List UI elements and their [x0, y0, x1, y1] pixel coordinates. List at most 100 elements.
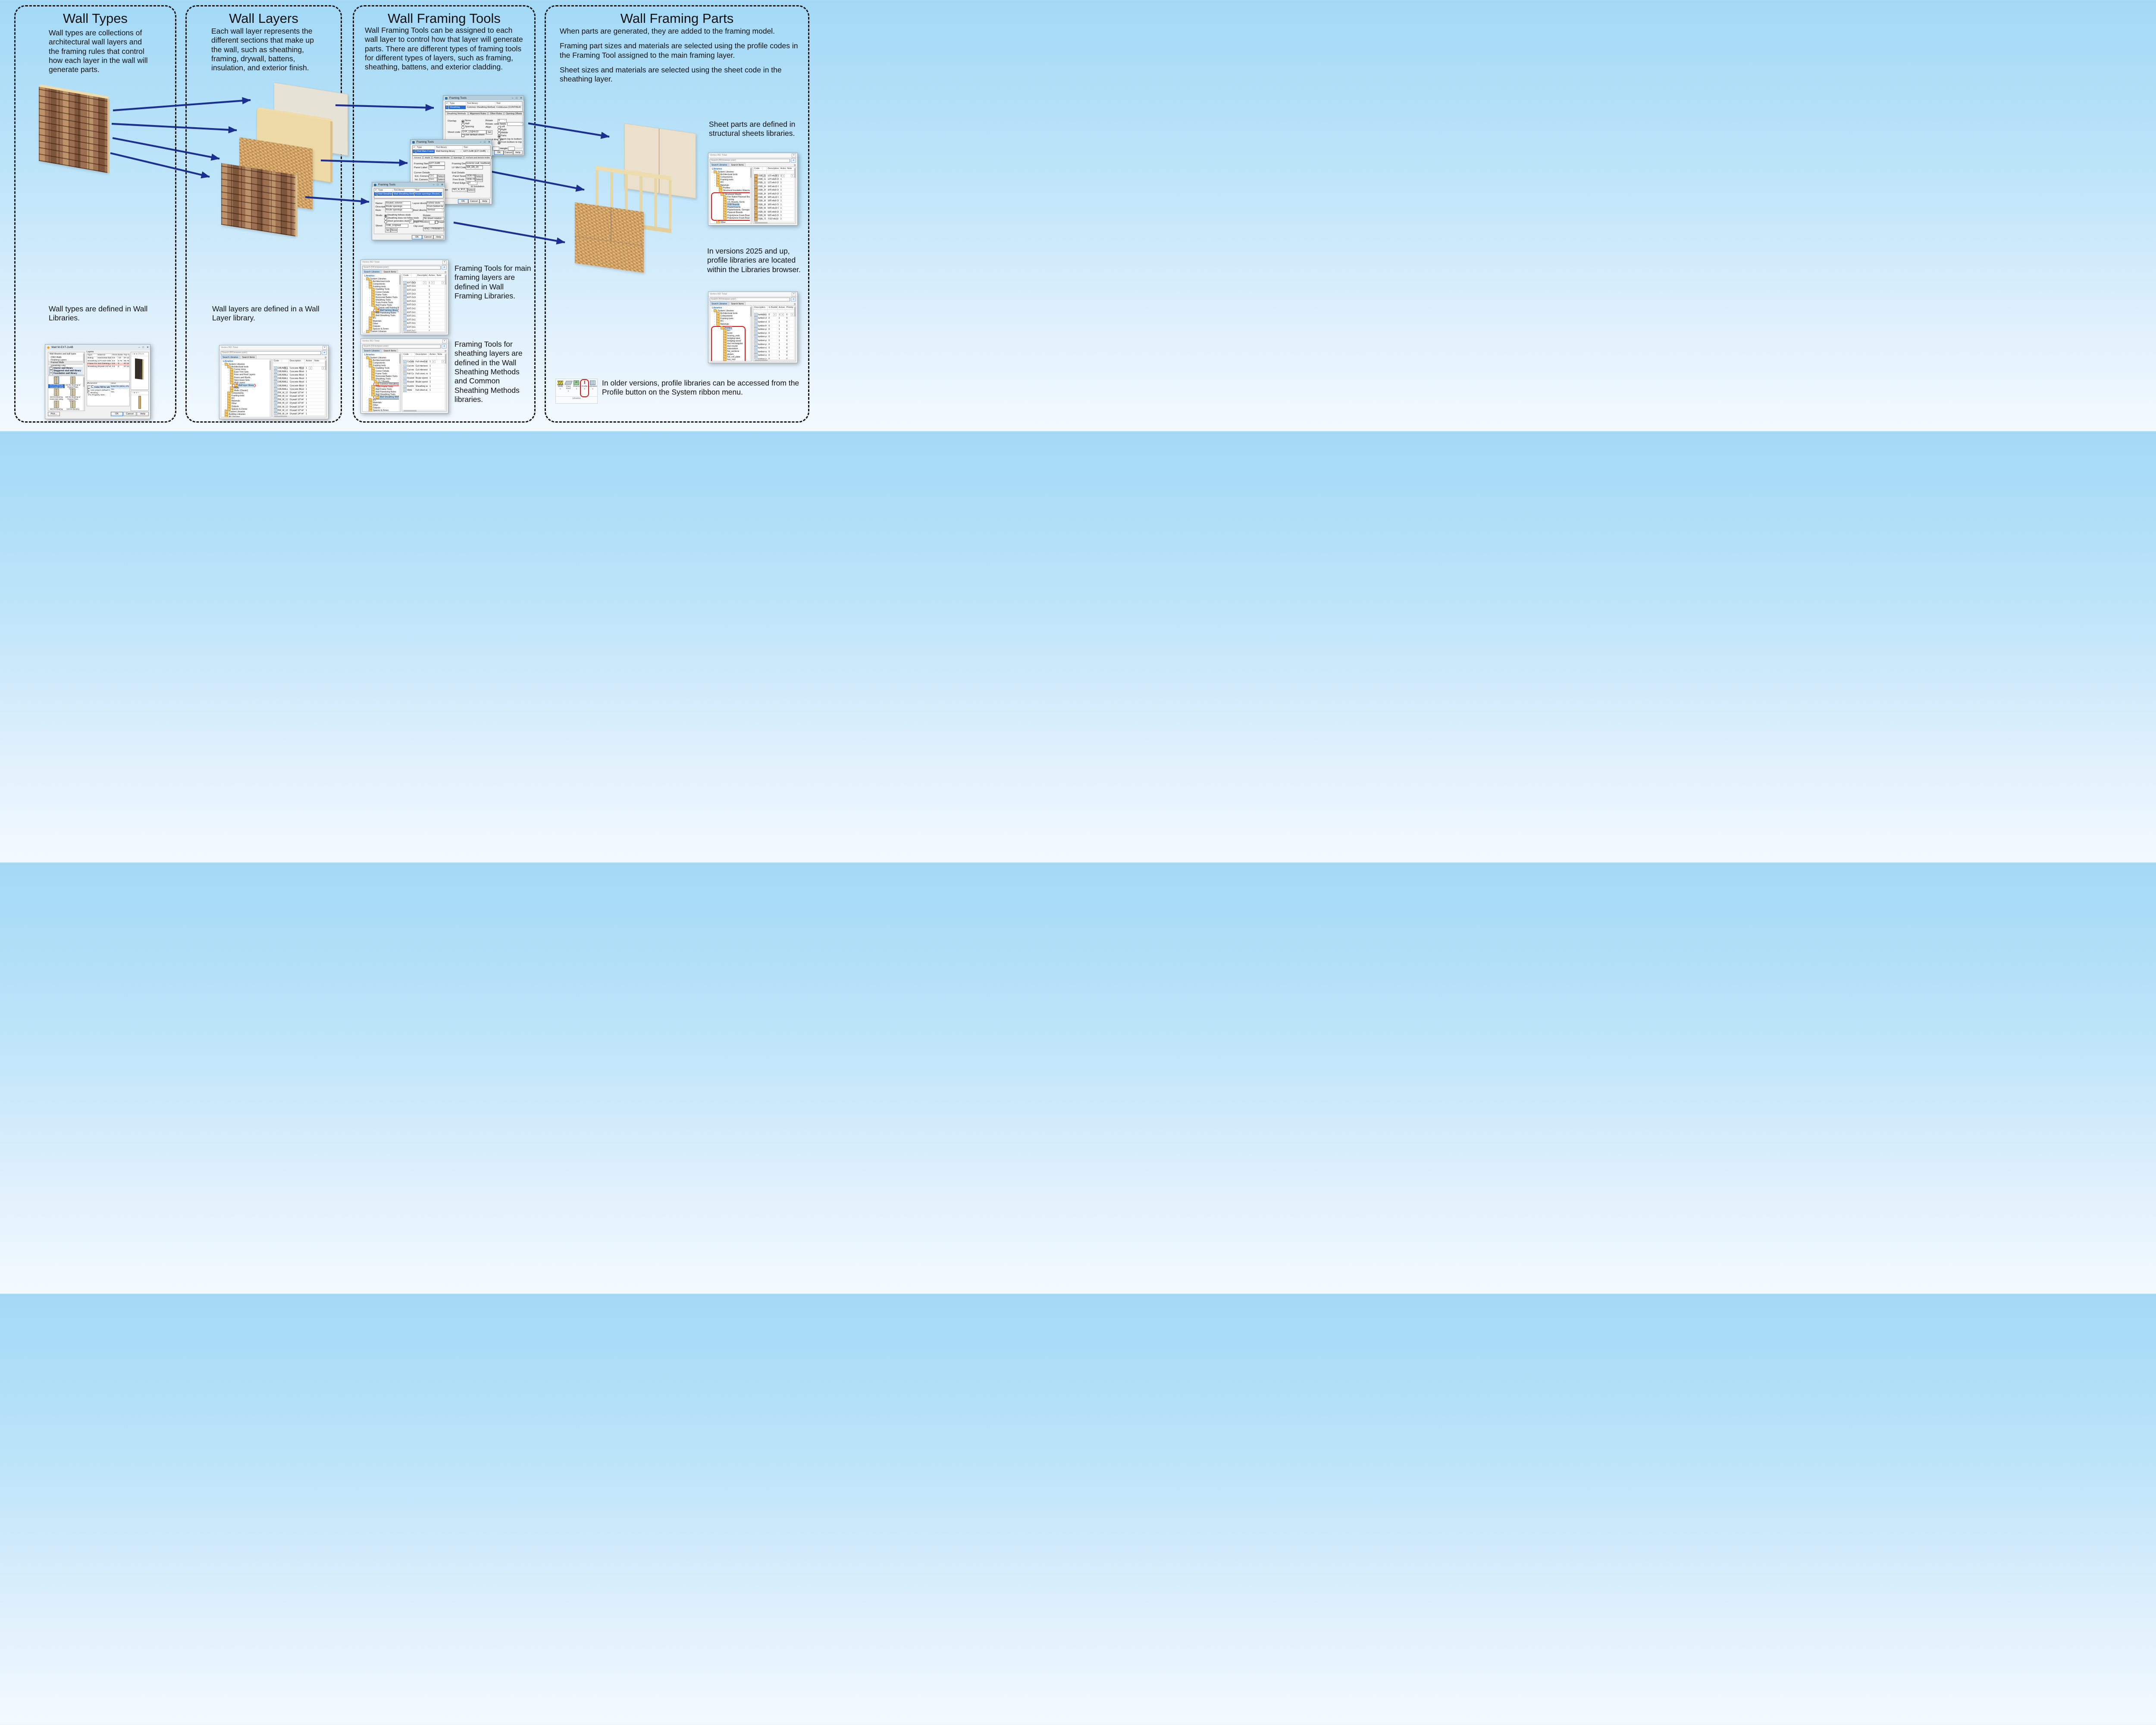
table-row[interactable]: Cut intersect-ECut intersecting p...1: [402, 364, 446, 368]
tree-item[interactable]: Common Sheathing Methods: [363, 382, 401, 386]
parameter-row[interactable]: Use project default heightsYes: [87, 388, 129, 392]
filter-funnel-icon[interactable]: ▼: [411, 281, 415, 284]
filter-cell[interactable]: ▼: [780, 171, 787, 177]
filter-funnel-icon[interactable]: ▼: [410, 360, 414, 363]
tree-item[interactable]: ⌄Materials: [710, 183, 752, 187]
cancel-button[interactable]: Cancel: [422, 235, 433, 239]
filter-cell[interactable]: ▼: [753, 171, 767, 177]
table-row[interactable]: DW_W_12_412Drywall 1/2"x4'x12'1: [273, 395, 326, 398]
sheet-code-input[interactable]: GYP_12@4x10: [461, 130, 486, 134]
clip-level-select[interactable]: HING / PRIMARY (41): [423, 227, 444, 231]
filter-funnel-icon[interactable]: ▼: [309, 367, 313, 370]
filter-cell[interactable]: ▼: [305, 363, 314, 370]
settings-gear-icon[interactable]: ⚙: [444, 350, 447, 353]
tab-general[interactable]: General: [412, 156, 423, 159]
column-header[interactable]: Type: [87, 354, 97, 357]
table-row[interactable]: OSB_58@4x95/8"x4x9 OSB1: [753, 214, 796, 218]
overlap-spacing-radio[interactable]: [461, 126, 464, 129]
scrollbar-vertical[interactable]: [83, 352, 85, 375]
filter-funnel-icon[interactable]: ▼: [300, 367, 304, 370]
maximize-button[interactable]: □: [142, 346, 144, 349]
filter-cell[interactable]: ▼: [429, 357, 437, 363]
align-middle-radio[interactable]: [498, 132, 501, 135]
list-item[interactable]: – Sheathing Only: [48, 364, 85, 367]
filter-funnel-icon[interactable]: ▼: [424, 360, 428, 363]
table-row[interactable]: lumber-pt-uc3b010: [753, 335, 796, 339]
column-header[interactable]: Active: [428, 274, 436, 277]
scrollbar-vertical[interactable]: [750, 167, 752, 223]
wall-type-thumbnail[interactable]: 2x8 Ext Bearing, Horizontal siding: [48, 401, 65, 411]
tree-item[interactable]: ⌄Wall Sheathing Tools: [363, 393, 401, 396]
table-row[interactable]: OSB_12@4x81/2"x4x8 OSB1: [753, 178, 796, 182]
use-default-sheet-checkbox[interactable]: [461, 134, 464, 137]
scrollbar-vertical[interactable]: [399, 274, 401, 333]
table-row[interactable]: OSB_34@4x93/4"x4x9 OSB1: [753, 192, 796, 196]
help-button[interactable]: Help: [479, 199, 490, 204]
cancel-button[interactable]: Cancel: [504, 151, 513, 155]
search-input[interactable]: [710, 158, 790, 163]
filter-funnel-icon[interactable]: ▼: [762, 174, 766, 177]
wall-type-thumbnail[interactable]: 2x6 Ext Bearing, Horizontal siding: [48, 389, 65, 400]
search-input[interactable]: [710, 297, 790, 301]
walls-button[interactable]: Walls▾: [557, 380, 564, 396]
window-titlebar[interactable]: Framing Tools – □ ✕: [411, 140, 492, 144]
table-row[interactable]: DW_W_12W_48Drywall 1/2"x4'x8' Moisture R…: [273, 408, 326, 413]
column-header[interactable]: Code ˆ: [402, 353, 415, 356]
scrollbar-horizontal[interactable]: [402, 410, 445, 411]
window-titlebar[interactable]: Vertex BD Total✕: [361, 260, 448, 265]
table-row[interactable]: CMUWALL2x8x...Concrete Block 2"1: [273, 373, 326, 377]
column-header[interactable]: Active: [778, 306, 786, 309]
filter-funnel-icon[interactable]: ▼: [284, 367, 288, 370]
close-button[interactable]: ✕: [488, 141, 490, 144]
tree-item[interactable]: ›Spaces & Zones: [363, 327, 401, 331]
align-right-radio[interactable]: [498, 129, 501, 132]
parameter-row[interactable]: +Color fill for whole wallSolid Fill (WA…: [87, 386, 129, 389]
scrollbar-vertical[interactable]: [445, 353, 446, 411]
help-button[interactable]: Help: [513, 151, 523, 155]
table-row[interactable]: OSB_716@4x107/16"x4x10 OSB1: [753, 217, 796, 222]
tab-opening-offsets[interactable]: Opening Offsets: [504, 112, 524, 116]
table-row[interactable]: lumber-pt-uc4a010: [753, 339, 796, 343]
filter-cell[interactable]: ▼: [415, 357, 429, 363]
tree-item[interactable]: Wall layer library: [221, 383, 271, 388]
column-header[interactable]: Value: [110, 383, 129, 386]
table-row[interactable]: CMUWALL10x...Concrete Block 10"1: [273, 366, 326, 370]
tab-search-items[interactable]: Search Items: [382, 349, 398, 353]
layout-btt-radio[interactable]: [498, 141, 501, 144]
table-row[interactable]: EXT-2x10B-DF21: [402, 288, 446, 292]
tree-item[interactable]: ›Spaces & Zones: [363, 408, 401, 411]
table-row[interactable]: CMUWALL3x8x...Concrete Block 3"1: [273, 377, 326, 381]
tree-item[interactable]: ⌄Profiles: [712, 326, 743, 330]
filter-cell[interactable]: ▼: [768, 310, 778, 316]
sel-button[interactable]: Sel: [385, 228, 391, 232]
panel-edge-gap-select[interactable]: 0: [468, 181, 477, 185]
search-go-icon[interactable]: ➜: [442, 265, 447, 270]
minimize-button[interactable]: –: [512, 97, 514, 100]
table-row[interactable]: EXT-2x12B-SYP11: [402, 325, 446, 329]
filter-funnel-icon[interactable]: ▼: [774, 174, 778, 177]
table-row[interactable]: Full CoverFull cover, no opening routing…: [402, 372, 446, 376]
tab-search-libraries[interactable]: Search Libraries: [362, 270, 382, 274]
parameter-checkbox[interactable]: [91, 386, 94, 388]
search-go-icon[interactable]: ➜: [442, 344, 447, 348]
settings-gear-icon[interactable]: ⚙: [793, 303, 796, 306]
wall-type-thumbnail[interactable]: 2x4 Ext Bearing, Horizontal siding: [48, 376, 65, 389]
window-titlebar[interactable]: Wall W-EXT-2x4B – □ ✕: [45, 345, 150, 350]
select-button[interactable]: Select: [437, 178, 445, 182]
filter-funnel-icon[interactable]: ▼: [791, 313, 794, 316]
column-header[interactable]: Code ˆ: [402, 274, 417, 277]
tab-search-items[interactable]: Search Items: [729, 302, 746, 306]
overlap-none-radio[interactable]: [461, 120, 464, 123]
floor-roof-button[interactable]: Floor Roof▾: [564, 380, 573, 396]
scrollbar-horizontal[interactable]: [402, 331, 445, 333]
ok-button[interactable]: OK: [458, 199, 468, 204]
